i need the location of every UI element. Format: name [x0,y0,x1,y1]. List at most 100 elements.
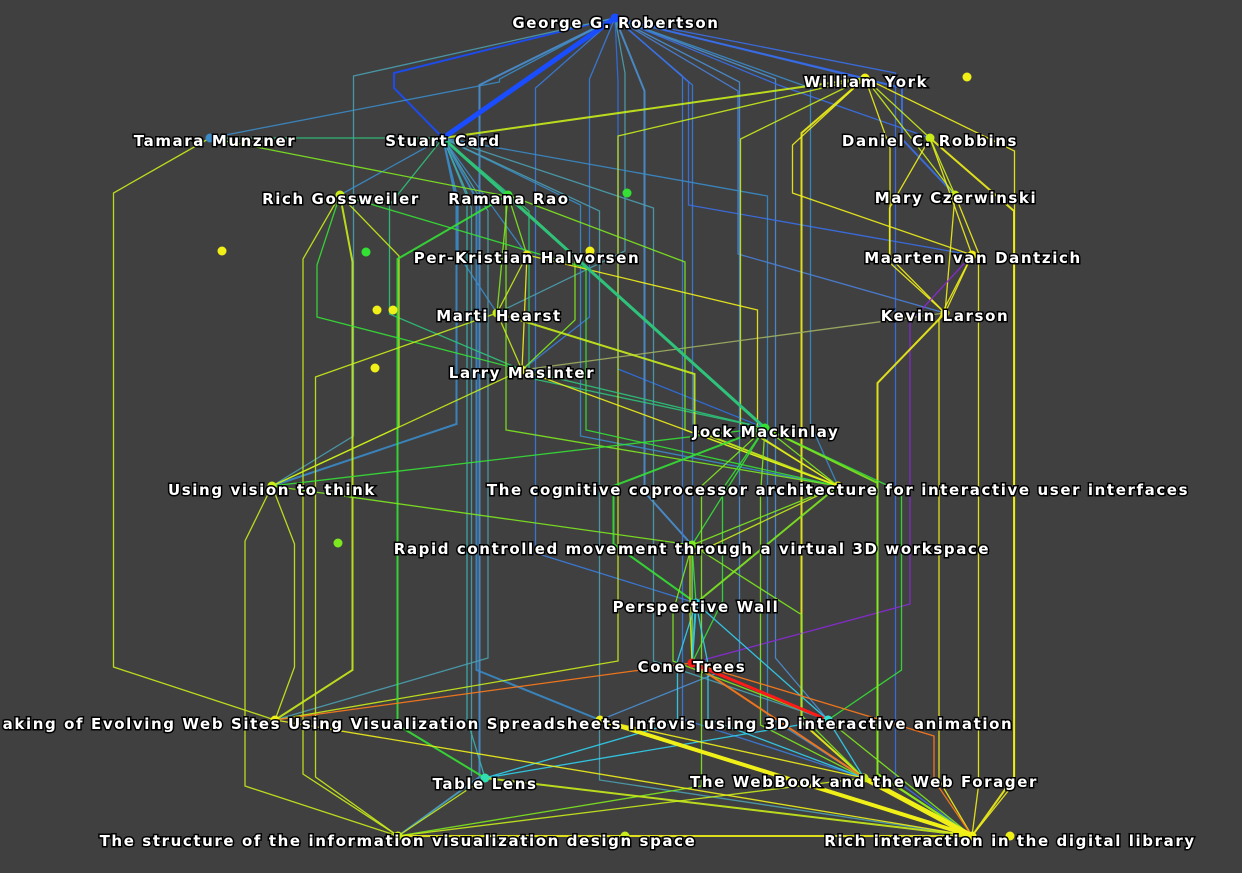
node-unlabeled-1[interactable] [361,247,371,257]
node-label-hearst[interactable]: Marti Hearst [435,306,562,327]
node-label-cognitive[interactable]: The cognitive coprocessor architecture f… [485,480,1189,501]
node-label-robertson[interactable]: George G. Robertson [511,13,720,34]
node-label-robbins[interactable]: Daniel C. Robbins [840,131,1018,152]
node-label-cone[interactable]: Cone Trees [636,657,747,678]
edge-dantzich-rich [938,254,973,837]
edge-york-robbins [864,77,931,139]
edge-york-evolving [274,77,866,721]
node-label-structure[interactable]: The structure of the information visuali… [98,831,697,852]
node-card[interactable] [438,133,448,143]
node-label-masinter[interactable]: Larry Masinter [447,363,595,384]
edge-czerwinski-larson [944,194,956,314]
node-rapid[interactable] [687,540,697,550]
edge-robbins-rich [929,137,1015,837]
edge-robertson-card [393,17,616,139]
node-gossweiler[interactable] [335,190,345,200]
edge-york-larson [864,77,946,314]
edge-rao-halvorsen [507,194,528,256]
node-masinter[interactable] [517,365,527,375]
node-wall[interactable] [691,598,701,608]
edge-hearst-masinter [496,312,523,371]
edge-halvorsen-cognitive [526,254,839,487]
node-unlabeled-8[interactable] [370,363,380,373]
node-cone[interactable] [687,658,697,668]
edge-york-webbook [800,77,866,779]
node-unlabeled-2[interactable] [372,305,382,315]
edge-gossweiler-masinter [316,194,523,371]
node-label-vision[interactable]: Using vision to think [166,480,376,501]
node-unlabeled-3[interactable] [388,305,398,315]
node-label-card[interactable]: Stuart Card [384,131,501,152]
node-label-gossweiler[interactable]: Rich Gossweiler [261,189,420,210]
node-rao[interactable] [503,190,513,200]
edge-robbins-czerwinski [929,137,956,196]
edge-card-rich [442,137,973,837]
node-label-york[interactable]: William York [802,72,928,93]
node-evolving[interactable] [270,715,280,725]
node-unlabeled-7[interactable] [333,538,343,548]
node-label-larson[interactable]: Kevin Larson [879,306,1010,327]
node-czerwinski[interactable] [950,190,960,200]
node-label-rao[interactable]: Ramana Rao [447,189,570,210]
node-webbook[interactable] [859,773,869,783]
node-unlabeled-0[interactable] [217,246,227,256]
edge-card-vision [271,137,458,487]
node-vision[interactable] [267,481,277,491]
node-cognitive[interactable] [833,481,843,491]
edge-card-lens [442,137,486,779]
node-mackinlay[interactable] [760,423,770,433]
edge-gossweiler-cognitive [339,194,839,487]
edge-mackinlay-cognitive [764,427,839,487]
node-unlabeled-9[interactable] [620,831,630,841]
node-dantzich[interactable] [967,250,977,260]
edge-card-anim [442,137,829,721]
node-structure[interactable] [393,831,403,841]
edge-munzner-evolving [112,137,276,721]
node-label-wall[interactable]: Perspective Wall [611,597,780,618]
node-label-lens[interactable]: Table Lens [431,774,537,795]
node-rich[interactable] [967,831,977,841]
edge-mackinlay-rapid [691,427,766,546]
edge-larson-masinter [521,312,946,371]
edge-gossweiler-evolving [274,194,354,721]
node-label-halvorsen[interactable]: Per-Kristian Halvorsen [412,248,641,269]
edge-bundle-robertson-card [441,15,617,141]
node-york[interactable] [860,73,870,83]
node-robertson[interactable] [610,13,620,23]
edge-robbins-larson [888,137,946,314]
edge-cognitive-rapid [691,485,839,546]
node-robbins[interactable] [925,133,935,143]
node-halvorsen[interactable] [522,250,532,260]
node-unlabeled-6[interactable] [962,72,972,82]
edge-robertson-spread [599,17,741,721]
node-hearst[interactable] [492,308,502,318]
node-larson[interactable] [940,308,950,318]
edge-robertson-czerwinski [614,17,956,196]
edge-vision-rapid [271,485,693,546]
node-label-munzner[interactable]: Tamara Munzner [132,131,297,152]
edge-card-spread [442,137,601,721]
edge-mackinlay-vision [271,427,766,487]
edge-dantzich-cone [691,254,973,664]
node-anim[interactable] [823,715,833,725]
node-label-rapid[interactable]: Rapid controlled movement through a virt… [392,539,990,560]
edge-card-evolving [274,137,489,721]
edge-card-webbook [442,137,865,779]
node-label-mackinlay[interactable]: Jock Mackinlay [690,422,840,443]
node-spread[interactable] [595,715,605,725]
node-lens[interactable] [480,773,490,783]
edge-robertson-rich [614,17,973,837]
node-label-evolving[interactable]: aking of Evolving Web Sites Using Visual… [1,714,1014,735]
node-label-webbook[interactable]: The WebBook and the Web Forager [689,772,1038,793]
edge-rapid-webbook [691,544,865,779]
node-unlabeled-5[interactable] [622,188,632,198]
edge-gossweiler-structure [302,194,399,837]
node-unlabeled-4[interactable] [585,246,595,256]
node-munzner[interactable] [205,133,215,143]
edge-wall-anim [695,602,829,721]
node-label-czerwinski[interactable]: Mary Czerwinski [873,188,1037,209]
node-label-rich[interactable]: Rich interaction in the digital library [823,831,1196,852]
node-label-dantzich[interactable]: Maarten van Dantzich [863,248,1082,269]
node-unlabeled-10[interactable] [1005,831,1015,841]
